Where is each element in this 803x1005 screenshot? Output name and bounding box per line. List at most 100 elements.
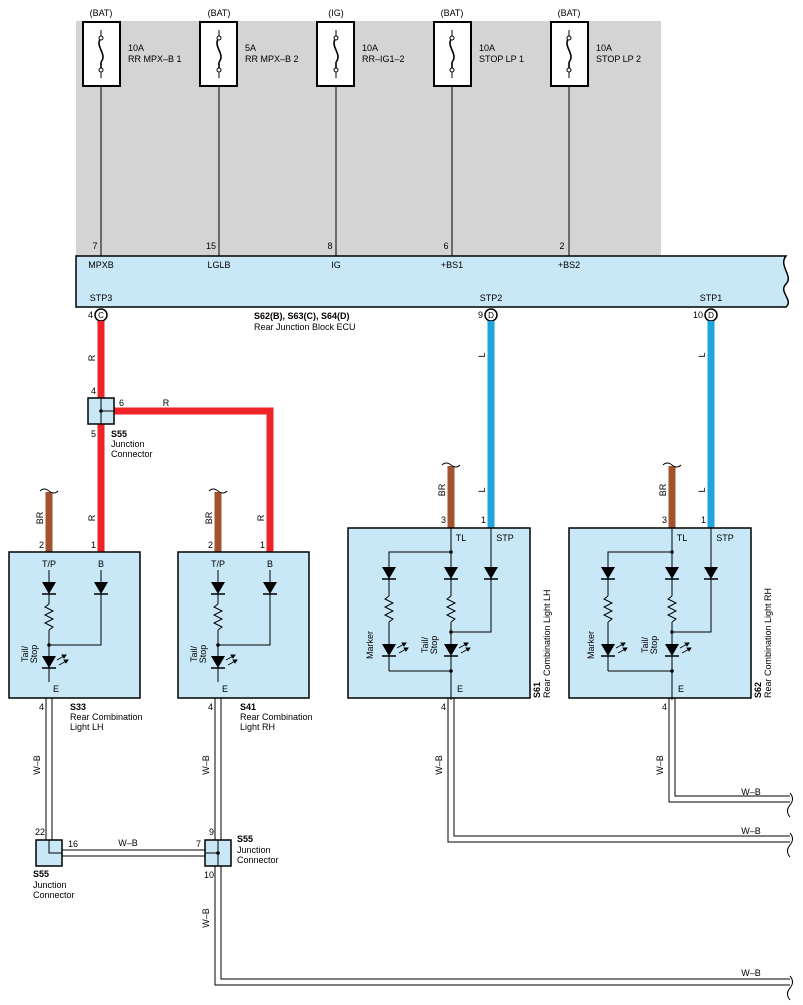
ecu-pin: 15 [206,241,216,251]
component-id: S33 [70,702,86,712]
led-icon [665,644,679,656]
ecu-output-c: 4 C [88,308,108,322]
wire-color-label: W–B [741,787,761,797]
diode-icon [263,582,277,594]
ecu-output-d2: 10 D [693,308,718,322]
diode-icon [601,567,615,579]
ecu-pin: 6 [443,241,448,251]
ecu-output-name: STP1 [700,293,723,303]
connector-letter: C [98,311,104,320]
ecu-pin: 8 [327,241,332,251]
connector-letter: D [488,311,494,320]
component-name: Rear Combination Light LH [542,589,552,698]
bulb-label: Tail/ [420,637,430,654]
fuse-rating: 10A [479,43,495,53]
diode-icon [444,567,458,579]
connector-letter: D [708,311,714,320]
wire-color-label: W–B [32,755,42,775]
junction-pin: 16 [68,839,78,849]
wire-color-label: W–B [741,968,761,978]
fuse-rating: 5A [245,43,256,53]
wire-color-label: W–B [434,755,444,775]
component-name: Light LH [70,722,104,732]
fuse-name: STOP LP 1 [479,54,524,64]
fuse-mpxb2: (BAT) 5A RR MPX–B 2 15 [199,8,299,251]
rear-combination-light-s61: 3 1 TL STP [347,515,552,712]
junction-name: Connector [33,890,75,900]
diode-icon [665,567,679,579]
terminal-name: B [98,559,104,569]
fuse-rrig: (IG) 10A RR–IG1–2 8 [316,8,405,251]
junction-connector-top: 4 5 6 S55 Junction Connector [87,386,153,459]
wire-color-label: L [697,352,707,357]
terminal-pin: 1 [701,515,706,525]
junction-id: S55 [111,429,127,439]
junction-id: S55 [33,869,49,879]
ecu-name: Rear Junction Block ECU [254,322,356,332]
junction-pin: 7 [196,839,201,849]
ecu-ids: S62(B), S63(C), S64(D) [254,311,350,321]
fuse-stoplp1: (BAT) 10A STOP LP 1 6 [433,8,524,251]
wire-color-label: BR [204,511,214,524]
fuse-source: (BAT) [441,8,464,18]
output-pin: 9 [478,310,483,320]
led-icon [601,644,615,656]
component-name: Rear Combination Light RH [763,588,773,698]
terminal-name: E [457,684,463,694]
led-icon [42,656,56,668]
ecu-output-name: STP2 [480,293,503,303]
fuse-wires [100,84,570,256]
bulb-label: Tail/ [20,646,30,663]
terminal-pin: 1 [481,515,486,525]
ecu-terminal: LGLB [207,260,230,270]
diode-icon [382,567,396,579]
wire-color-label: L [697,487,707,492]
wire-color-label: BR [658,483,668,496]
bulb-label: Tail/ [189,646,199,663]
ecu-terminal: IG [331,260,341,270]
junction-pin: 9 [209,827,214,837]
rear-combination-light-s33: 2 1 T/P B Tail/ Stop E 4 S33 Rear Combi [8,540,143,732]
terminal-pin: 1 [260,540,265,550]
led-icon [211,656,225,668]
fuse-rating: 10A [596,43,612,53]
terminal-name: STP [716,533,734,543]
wire-continuation-marks [787,792,793,1001]
fuse-source: (BAT) [558,8,581,18]
terminal-pin: 4 [208,702,213,712]
led-icon [444,644,458,656]
terminal-name: E [53,684,59,694]
junction-pin: 10 [204,870,214,880]
ecu-block [75,255,789,308]
fuse-source: (IG) [328,8,344,18]
fuse-source: (BAT) [90,8,113,18]
component-name: Rear Combination [70,712,143,722]
wire-color-label: BR [437,483,447,496]
terminal-name: B [267,559,273,569]
wire-color-label: W–B [201,755,211,775]
junction-name: Junction [33,880,67,890]
fuse-name: STOP LP 2 [596,54,641,64]
junction-name: Connector [111,449,153,459]
ecu-terminal: MPXB [88,260,114,270]
blue-wires [487,321,715,528]
terminal-pin: 3 [662,515,667,525]
terminal-pin: 4 [662,702,667,712]
junction-id: S55 [237,834,253,844]
bulb-label: Stop [198,645,208,664]
rear-combination-light-s41: 2 1 T/P B Tail/ Stop E 4 S41 Rear Combi [177,540,313,732]
ground-wires [45,698,790,986]
terminal-name: TL [456,533,467,543]
fuse-name: RR MPX–B 1 [128,54,182,64]
bulb-label: Stop [649,636,659,655]
junction-pin: 6 [119,398,124,408]
wire-color-label: R [163,398,170,408]
terminal-name: T/P [42,559,56,569]
fuse-rating: 10A [362,43,378,53]
terminal-pin: 2 [208,540,213,550]
fuse-name: RR MPX–B 2 [245,54,299,64]
rear-combination-light-s62: 3 1 TL STP [568,515,773,712]
ecu-terminal: +BS2 [558,260,580,270]
diode-icon [484,567,498,579]
